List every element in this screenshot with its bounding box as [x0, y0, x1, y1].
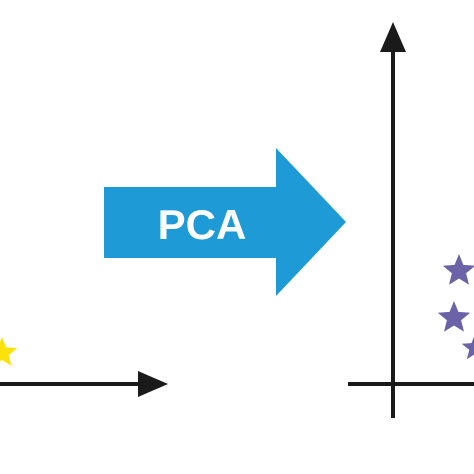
left-x-axis-arrowhead	[138, 371, 168, 397]
right-y-axis-arrowhead	[380, 22, 406, 52]
right-star-icon-2	[437, 301, 471, 332]
left-star-icon	[0, 337, 18, 366]
pca-arrow-shape	[104, 148, 346, 296]
pca-arrow: PCA	[104, 148, 346, 296]
right-star-icon-1	[442, 254, 474, 285]
right-panel	[348, 22, 474, 418]
right-star-icon-3	[461, 336, 474, 360]
pca-arrow-label: PCA	[158, 201, 247, 248]
left-panel	[0, 337, 168, 397]
